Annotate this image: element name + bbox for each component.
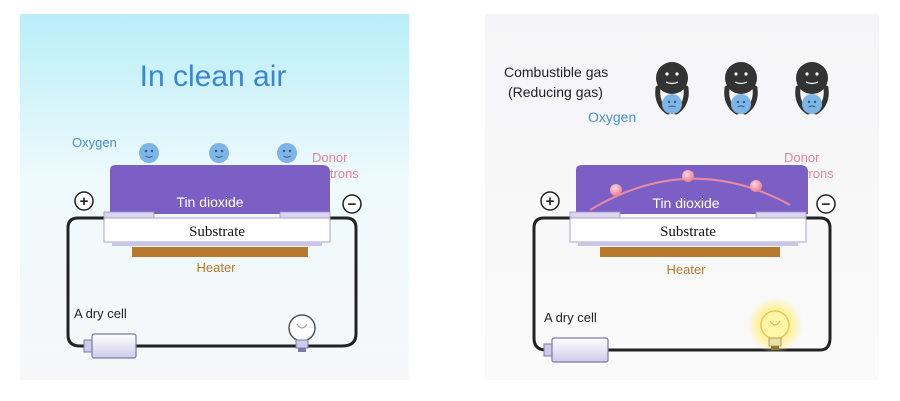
right-donor-label-line1: Donor: [784, 150, 820, 165]
right-gas-label-line1: Combustible gas: [504, 64, 608, 80]
left-dry-cell-label: A dry cell: [74, 306, 127, 321]
right-gas-label-line2: (Reducing gas): [508, 84, 603, 100]
minus-sign: −: [348, 196, 357, 213]
right-substrate: [569, 217, 807, 243]
left-electrode: [103, 211, 155, 219]
right-electrode: [755, 211, 807, 219]
left-substrate: [103, 217, 331, 243]
right-minus-terminal: −: [816, 194, 836, 214]
right-substrate-label: Substrate: [660, 224, 716, 240]
plus-sign: +: [546, 193, 555, 210]
left-heater: [132, 247, 308, 257]
left-minus-terminal: −: [342, 194, 362, 214]
right-substrate-base: [578, 242, 798, 246]
left-tin-dioxide-label: Tin dioxide: [176, 194, 243, 210]
gas-molecule-icon: [656, 62, 688, 94]
right-heater: [600, 247, 780, 257]
left-lightbulb-off-icon: [288, 314, 316, 352]
right-lightbulb-lit-icon: [747, 297, 803, 353]
right-plus-terminal: +: [540, 191, 560, 211]
donor-electron-icon: [682, 170, 694, 182]
right-oxygen-label: Oxygen: [588, 109, 636, 125]
oxygen-icon: [277, 143, 297, 163]
oxygen-icon: [731, 94, 751, 114]
left-title: In clean air: [140, 60, 287, 93]
right-heater-label: Heater: [666, 262, 706, 277]
plus-sign: +: [80, 193, 89, 210]
combustible-gas-molecule: [724, 62, 758, 115]
combustible-gas-molecule: [795, 62, 829, 115]
oxygen-icon: [802, 94, 822, 114]
right-tin-dioxide-layer: [576, 165, 808, 214]
left-heater-label: Heater: [196, 260, 236, 275]
combustible-gas-molecule: [655, 62, 689, 115]
left-dry-cell-icon: [83, 333, 137, 359]
left-plus-terminal: +: [74, 191, 94, 211]
right-panel: Combustible gas (Reducing gas) Oxygen: [485, 14, 879, 380]
donor-electron-icon: [610, 184, 622, 196]
right-circuit-wire: [532, 216, 832, 352]
gas-molecule-icon: [725, 62, 757, 94]
right-electrode: [279, 211, 331, 219]
left-electrode: [569, 211, 621, 219]
left-oxygen-label: Oxygen: [72, 135, 117, 150]
right-tin-dioxide-label: Tin dioxide: [652, 195, 719, 211]
oxygen-icon: [139, 143, 159, 163]
right-dry-cell-label: A dry cell: [544, 310, 597, 325]
donor-electron-icon: [750, 180, 762, 192]
left-donor-label-line1: Donor: [312, 150, 348, 165]
right-dry-cell-icon: [543, 337, 609, 363]
left-tin-dioxide-layer: [110, 165, 330, 214]
left-substrate-label: Substrate: [189, 224, 245, 240]
oxygen-icon: [209, 143, 229, 163]
left-substrate-base: [112, 242, 322, 246]
left-panel: In clean air Oxygen Donor electrons Tin …: [20, 14, 409, 380]
gas-molecule-icon: [796, 62, 828, 94]
oxygen-icon: [662, 94, 682, 114]
minus-sign: −: [822, 196, 831, 213]
